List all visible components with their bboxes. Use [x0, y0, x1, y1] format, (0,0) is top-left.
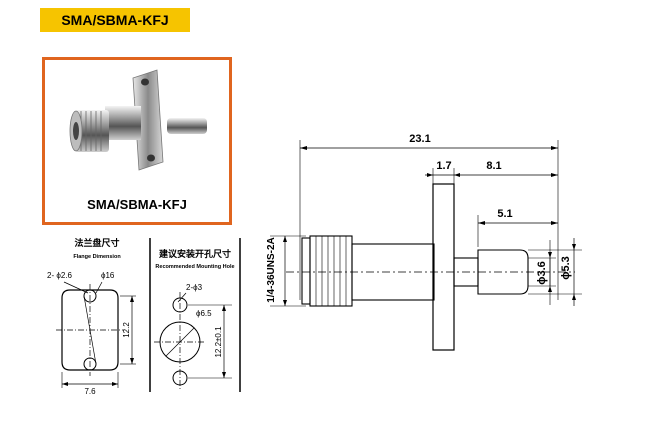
mounting-hole-view: 建议安装开孔尺寸 Recommended Mounting Hole 2-ϕ3 …	[154, 248, 235, 390]
flange-hole-top	[141, 78, 149, 86]
flange-outline	[61, 289, 119, 371]
mounting-hole-label: 2-ϕ3	[186, 283, 203, 292]
leader-line	[177, 292, 187, 303]
rear-pin	[167, 118, 207, 134]
title-banner: SMA/SBMA-KFJ	[40, 8, 190, 32]
thread-section	[75, 110, 109, 152]
arrowhead	[130, 296, 134, 302]
thread-hatching	[315, 236, 347, 306]
photo-caption: SMA/SBMA-KFJ	[87, 197, 187, 212]
arrowhead	[283, 236, 287, 242]
arrowhead	[427, 173, 433, 177]
main-body	[351, 243, 435, 301]
arrowhead	[454, 173, 460, 177]
arrowhead	[300, 146, 307, 150]
arrowhead	[112, 382, 118, 386]
mounting-title-cn: 建议安装开孔尺寸	[159, 248, 231, 259]
flange-thickness-label: 1.7	[436, 160, 451, 172]
arrowhead	[551, 221, 558, 225]
flange-outer-label: ϕ16	[101, 271, 115, 280]
pin-length-label: 5.1	[497, 208, 512, 220]
flange-height-label: 12.2	[122, 322, 131, 338]
thread-spec-label: 1/4-36UNS-2A	[266, 237, 277, 303]
flange-title-cn: 法兰盘尺寸	[74, 237, 119, 248]
arrowhead	[222, 305, 226, 311]
inner-diameter-label: ϕ3.6	[536, 261, 548, 285]
rear-length-label: 8.1	[486, 160, 501, 172]
arrowhead	[130, 358, 134, 364]
leader-line	[95, 281, 103, 294]
side-view: 23.1 1.7 8.1 5.1 1/	[266, 133, 582, 351]
product-photo-frame: SMA/SBMA-KFJ	[42, 57, 232, 225]
overall-length-label: 23.1	[409, 133, 430, 145]
arrowhead	[478, 221, 485, 225]
leader-line	[63, 281, 89, 294]
flange-hole-label: 2- ϕ2.6	[47, 271, 72, 280]
arrowhead	[572, 244, 576, 250]
connector-bore	[73, 122, 79, 140]
flange-title-en: Flange Dimension	[73, 254, 121, 260]
mounting-center-label: ϕ6.5	[196, 309, 212, 318]
arrowhead	[222, 372, 226, 378]
flange-plate-side	[432, 183, 455, 351]
front-face	[301, 237, 311, 305]
mounting-spacing-label: 12.2±0.1	[214, 326, 223, 358]
flange-dimension-view: 法兰盘尺寸 Flange Dimension 2- ϕ2.6 ϕ16 12.2 …	[47, 237, 136, 396]
arrowhead	[62, 382, 68, 386]
flange-width-label: 7.6	[84, 387, 96, 396]
arrowhead	[283, 300, 287, 306]
mounting-title-en: Recommended Mounting Hole	[155, 264, 234, 270]
arrowhead	[551, 173, 558, 177]
connector-photo	[69, 69, 207, 171]
arrowhead	[551, 146, 558, 150]
connector-body	[105, 106, 141, 140]
outer-diameter-label: ϕ5.3	[560, 256, 572, 280]
product-title: SMA/SBMA-KFJ	[61, 12, 169, 28]
flange-hole-bottom	[147, 154, 155, 162]
arrowhead	[572, 294, 576, 300]
